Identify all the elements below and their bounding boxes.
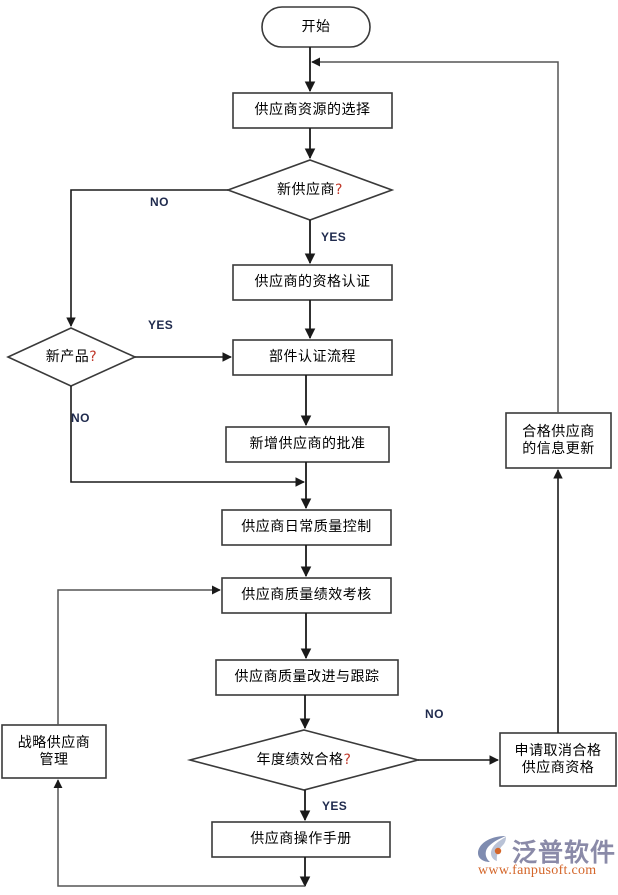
node-manual (211, 821, 391, 858)
edge-new-supplier-no (66, 189, 228, 327)
node-improve (215, 659, 399, 696)
edge-label-yes-new-supplier: YES (321, 230, 347, 244)
node-is-new-supplier (225, 159, 395, 221)
edge-new-product-no (70, 386, 305, 487)
edge-label-yes-new-product: YES (148, 318, 174, 332)
edge-info-update-to-top (311, 57, 559, 413)
edge-bottom-loop-to-strategic (53, 779, 305, 887)
edge-label-no-new-product: NO (71, 411, 90, 425)
node-is-new-product (6, 327, 137, 387)
node-daily-qc (221, 509, 392, 546)
node-annual-pass (186, 729, 422, 791)
node-start (261, 6, 371, 48)
node-strategic (1, 724, 107, 779)
node-perf-review (221, 577, 392, 614)
edge-label-no-annual-perf: NO (425, 707, 444, 721)
node-approve-new (225, 426, 390, 463)
node-cancel-req (499, 732, 617, 787)
node-qualify (232, 264, 393, 301)
edge-label-yes-annual-perf: YES (322, 799, 348, 813)
node-info-update (505, 412, 612, 469)
edge-label-no-new-supplier: NO (150, 195, 169, 209)
node-part-cert (232, 339, 393, 376)
node-select (232, 92, 393, 129)
edge-strategic-to-perf-review (57, 585, 221, 725)
